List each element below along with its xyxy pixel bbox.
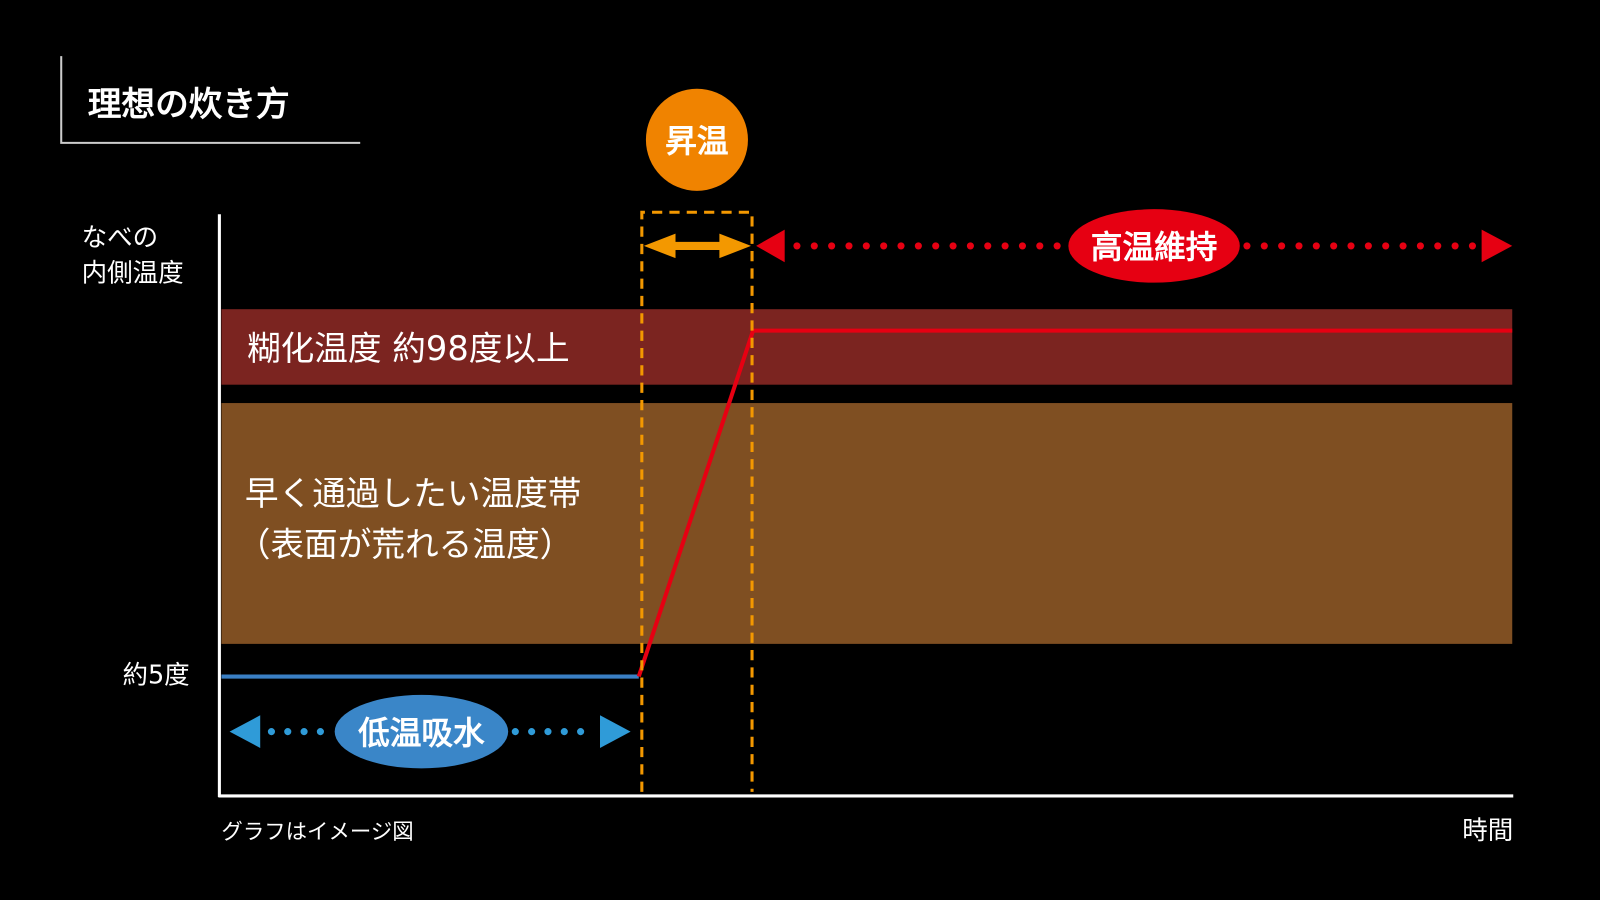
soak-badge	[334, 694, 509, 769]
soak-arrow-right-icon	[600, 715, 631, 748]
hold-high-label: 高温維持	[1091, 230, 1218, 266]
heat-up-label: 昇温	[665, 124, 728, 160]
soak-label: 低温吸水	[358, 716, 485, 752]
heat-up-badge	[645, 88, 748, 191]
x-axis-label: 時間	[1462, 816, 1513, 846]
pass-quickly-sublabel: （表面が荒れる温度）	[237, 525, 574, 564]
pass-quickly-label: 早く通過したい温度帯	[245, 474, 582, 513]
soak-arrow-left-icon	[229, 715, 261, 748]
double-arrow-icon	[643, 233, 752, 259]
hold-high-badge	[1068, 209, 1240, 283]
y-tick-low: 約5度	[122, 661, 189, 691]
page-title: 理想の炊き方	[88, 84, 290, 123]
pass-quickly-band	[221, 403, 1513, 644]
arrow-right-icon	[1481, 229, 1513, 263]
y-axis-label: なべの	[82, 223, 159, 253]
arrow-left-icon	[756, 229, 785, 263]
image-note: グラフはイメージ図	[221, 820, 413, 845]
gelatinization-label: 糊化温度 約98度以上	[247, 329, 570, 368]
title-frame	[60, 56, 361, 144]
y-axis-label-2: 内側温度	[82, 259, 184, 289]
heat-up-region	[640, 210, 754, 792]
gelatinization-band	[221, 309, 1513, 385]
